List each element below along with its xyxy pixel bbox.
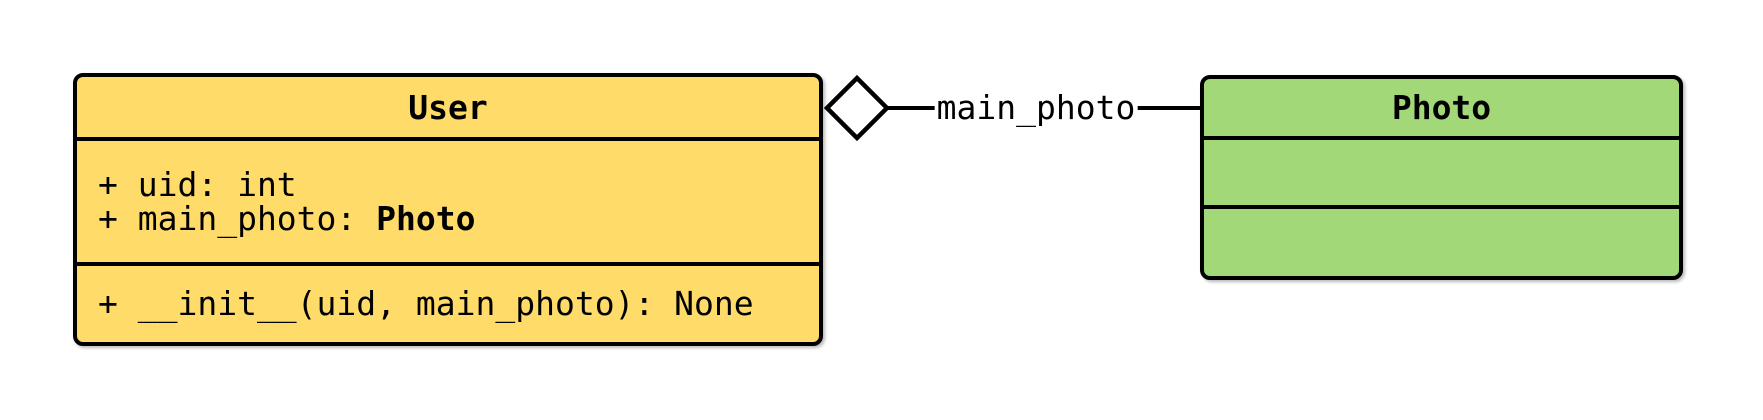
edge-label: main_photo — [934, 88, 1138, 127]
attribute-row: + main_photo: Photo — [98, 198, 476, 238]
aggregation-diamond-icon — [823, 74, 891, 142]
attributes-compartment-photo-empty — [1204, 140, 1679, 209]
attribute-row: + uid: int — [98, 164, 297, 204]
attributes-compartment-user: + uid: int + main_photo: Photo — [77, 141, 819, 266]
method-row: + __init__(uid, main_photo): None — [98, 284, 754, 323]
class-node-photo: Photo — [1200, 75, 1683, 280]
methods-compartment-user: + __init__(uid, main_photo): None — [77, 266, 819, 342]
attribute-text: + uid: int — [98, 164, 297, 204]
class-title-photo: Photo — [1204, 79, 1679, 140]
attribute-type-bold: Photo — [376, 198, 476, 238]
methods-compartment-photo-empty — [1204, 209, 1679, 276]
class-title-user: User — [77, 77, 819, 141]
class-node-user: User + uid: int + main_photo: Photo + __… — [73, 73, 823, 346]
attribute-text: + main_photo: — [98, 198, 377, 238]
